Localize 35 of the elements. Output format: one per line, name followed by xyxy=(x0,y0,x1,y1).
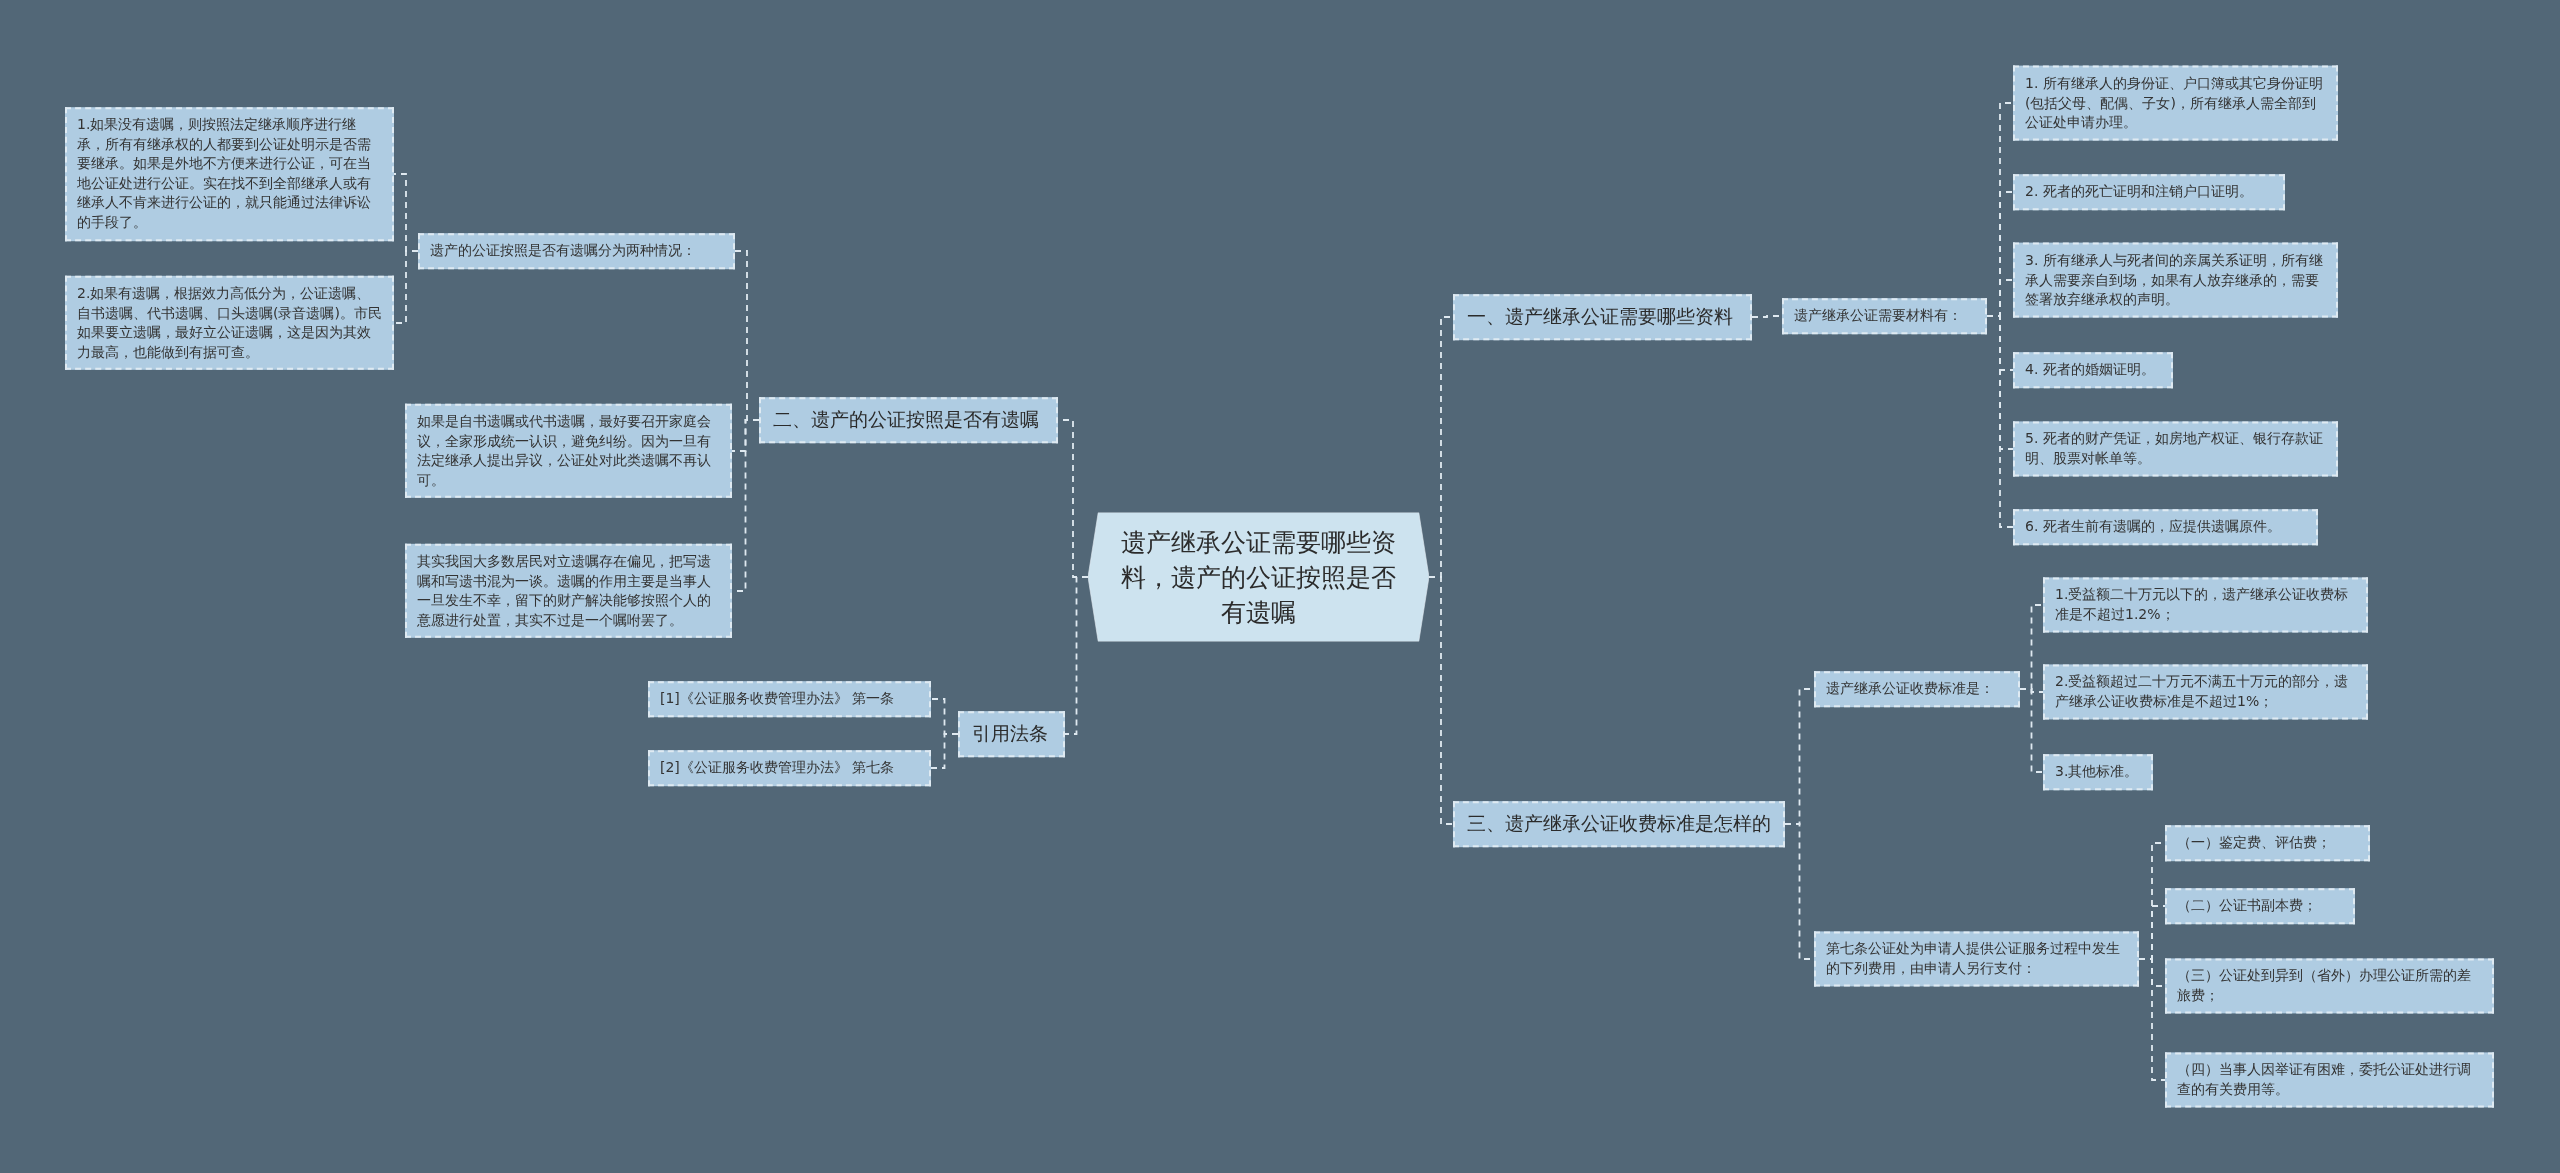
topic-box: 二、遗产的公证按照是否有遗嘱 xyxy=(759,397,1058,443)
note-box: （四）当事人因举证有困难，委托公证处进行调查的有关费用等。 xyxy=(2165,1052,2494,1108)
topic-box: 一、遗产继承公证需要哪些资料 xyxy=(1453,294,1752,340)
note-box: 2.受益额超过二十万元不满五十万元的部分，遗产继承公证收费标准是不超过1%； xyxy=(2043,664,2368,720)
note-box: 其实我国大多数居民对立遗嘱存在偏见，把写遗嘱和写遗书混为一谈。遗嘱的作用主要是当事人一旦发生不幸，留下的财产解决能够按照个人的意愿进行处置，其实不过是一个嘱咐罢了。 xyxy=(405,543,732,639)
note-box: 第七条公证处为申请人提供公证服务过程中发生的下列费用，由申请人另行支付： xyxy=(1814,931,2139,987)
note-box: [2]《公证服务收费管理办法》 第七条 xyxy=(648,750,931,786)
note-box: （二）公证书副本费； xyxy=(2165,888,2355,924)
connector-line xyxy=(930,733,959,769)
note-box: 如果是自书遗嘱或代书遗嘱，最好要召开家庭会议，全家形成统一认识，避免纠纷。因为一旦有法定继承人提出异议，公证处对此类遗嘱不再认可。 xyxy=(405,403,732,499)
note-box: 2. 死者的死亡证明和注销户口证明。 xyxy=(2013,174,2285,210)
note-box: （一）鉴定费、评估费； xyxy=(2165,825,2370,861)
connector-line xyxy=(2019,688,2044,773)
note-box: 1.受益额二十万元以下的，遗产继承公证收费标准是不超过1.2%； xyxy=(2043,577,2368,633)
note-box: 5. 死者的财产凭证，如房地产权证、银行存款证明、股票对帐单等。 xyxy=(2013,421,2338,477)
note-box: （三）公证处到异到（省外）办理公证所需的差旅费； xyxy=(2165,958,2494,1014)
topic-box: 引用法条 xyxy=(958,711,1065,757)
note-box: [1]《公证服务收费管理办法》 第一条 xyxy=(648,681,931,717)
connector-line xyxy=(1064,576,1089,735)
connector-line xyxy=(1986,315,2014,528)
note-box: 遗产的公证按照是否有遗嘱分为两种情况： xyxy=(418,233,735,269)
note-box: 遗产继承公证收费标准是： xyxy=(1814,671,2020,707)
connector-line xyxy=(393,250,419,324)
note-box: 3. 所有继承人与死者间的亲属关系证明，所有继承人需要亲自到场，如果有人放弃继承的，需要签署放弃继承权的声明。 xyxy=(2013,242,2338,318)
connector-line xyxy=(1428,576,1454,825)
connector-line xyxy=(2138,958,2166,1081)
note-box: 2.如果有遗嘱，根据效力高低分为，公证遗嘱、自书遗嘱、代书遗嘱、口头遗嘱(录音遗嘱)。市民如果要立遗嘱，最好立公证遗嘱，这是因为其效力最高，也能做到有据可查。 xyxy=(65,275,394,371)
note-box: 1.如果没有遗嘱，则按照法定继承顺序进行继承，所有有继承权的人都要到公证处明示是否需要继承。如果是外地不方便来进行公证，可在当地公证处进行公证。实在找不到全部继承人或有继承人不肯来进行公证的，就只能通过法律诉讼的手段了。 xyxy=(65,107,394,241)
note-box: 遗产继承公证需要材料有： xyxy=(1782,298,1987,334)
topic-box: 三、遗产继承公证收费标准是怎样的 xyxy=(1453,801,1785,847)
note-box: 3.其他标准。 xyxy=(2043,754,2153,790)
note-box: 4. 死者的婚姻证明。 xyxy=(2013,352,2173,388)
note-box: 1. 所有继承人的身份证、户口簿或其它身份证明(包括父母、配偶、子女)，所有继承人需全部到公证处申请办理。 xyxy=(2013,65,2338,141)
note-box: 6. 死者生前有遗嘱的，应提供遗嘱原件。 xyxy=(2013,509,2318,545)
central-topic: 遗产继承公证需要哪些资料，遗产的公证按照是否有遗嘱 xyxy=(1088,512,1429,642)
